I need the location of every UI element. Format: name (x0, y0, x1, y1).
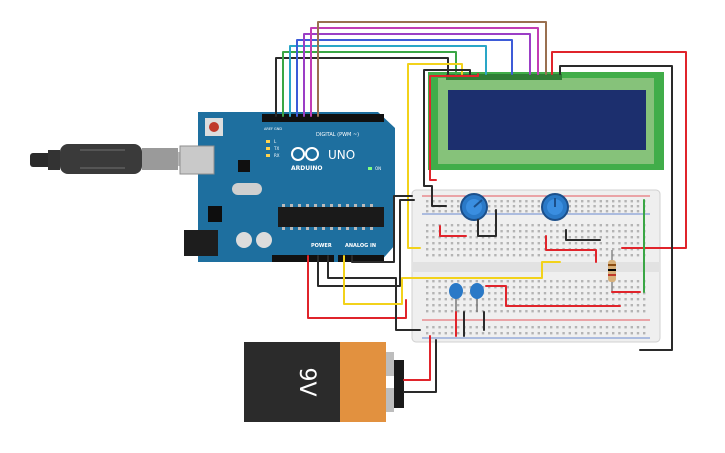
wire-pot-red (439, 225, 467, 237)
wire-a1 (351, 195, 413, 263)
aref-label: AREF (264, 127, 273, 131)
wire-bat-red (403, 335, 431, 381)
on-label: ON (375, 166, 381, 171)
gnd-label: GND (274, 127, 282, 131)
battery-label: 9V (294, 367, 319, 396)
lcd-16x2[interactable] (428, 72, 664, 170)
wire-pot-black (477, 209, 497, 237)
digital-header-label: DIGITAL (PWM ~) (316, 132, 359, 138)
wire-5v (307, 255, 407, 319)
wire-gnd (317, 199, 415, 287)
wire-lcd-yellow (407, 63, 463, 249)
potentiometer-contrast[interactable] (460, 193, 488, 221)
wire-a0 (343, 255, 561, 305)
arduino-brand: ARDUINO (291, 165, 322, 172)
wire-d-3 (289, 45, 487, 117)
capacitor-1[interactable] (449, 283, 463, 312)
analog-header-label: ANALOG IN (345, 243, 376, 249)
wire-gnd2 (327, 255, 421, 331)
arduino-logo (291, 147, 319, 161)
lcd-pin-header (446, 74, 562, 80)
wire-d-7 (317, 21, 547, 117)
capacitor-2[interactable] (470, 283, 484, 312)
l-label: L (274, 139, 277, 144)
wire-lcd-black (559, 65, 673, 351)
wire-d-5 (303, 33, 531, 117)
tx-label: TX (273, 146, 279, 151)
wire-cap-red (485, 285, 621, 307)
wire-d-1 (275, 57, 449, 117)
arduino-uno-board[interactable]: ARDUINO UNO DIGITAL (PWM ~) POWER ANALOG… (179, 112, 395, 262)
potentiometer-input[interactable] (541, 193, 569, 221)
wires (275, 21, 687, 393)
wire-d-6 (310, 27, 539, 117)
wire-lcd-black2 (423, 69, 471, 207)
wire-pot2-black (565, 229, 601, 241)
wire-pot2-red (545, 235, 597, 263)
wire-lcd-red2 (429, 73, 479, 181)
resistor[interactable] (608, 250, 616, 292)
rx-label: RX (274, 153, 280, 158)
wire-d-4 (296, 39, 513, 117)
wire-bat-black (403, 339, 437, 393)
battery-9v[interactable]: 9V (244, 342, 404, 422)
breadboard[interactable] (411, 189, 661, 343)
wire-lcd-red (551, 51, 687, 249)
arduino-model: UNO (328, 148, 355, 162)
power-header-label: POWER (311, 243, 332, 249)
